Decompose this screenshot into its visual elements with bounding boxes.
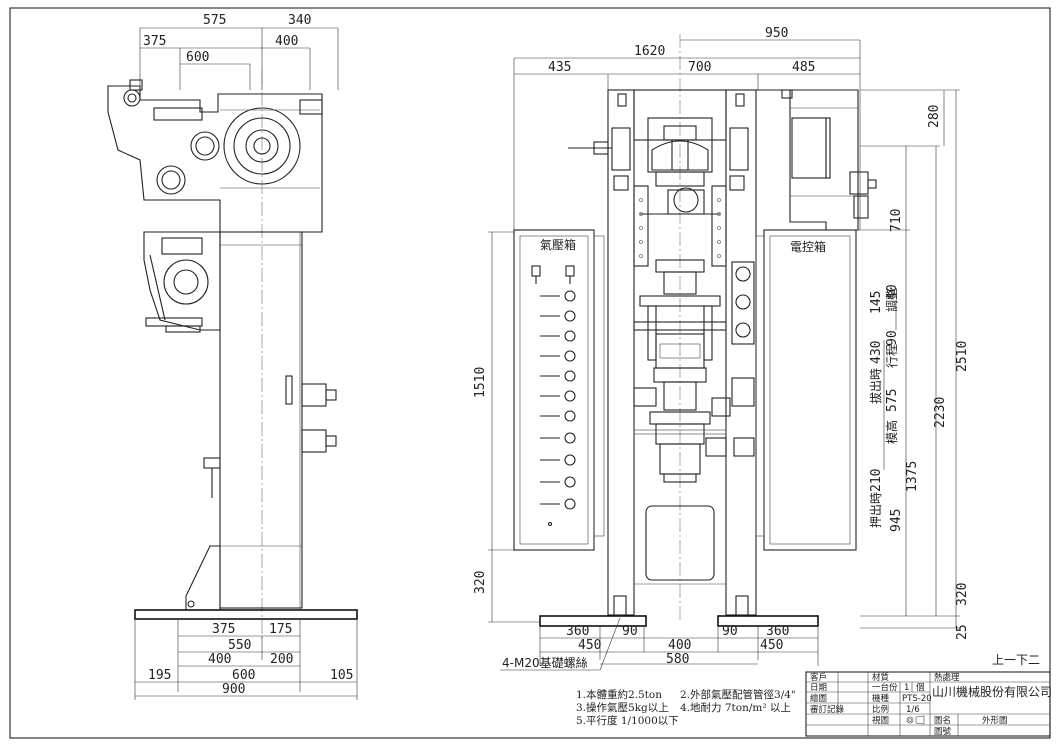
side-dim-b-195: 195 (148, 668, 171, 683)
front-dim-430: 430 (869, 341, 884, 364)
note-5: 5.平行度 1/1000以下 (576, 714, 679, 727)
note-3: 3.操作氣壓5kg以上 (576, 701, 669, 714)
pneumatic-box (513, 229, 595, 551)
label-pull-out: 拔出時 (868, 368, 883, 404)
note-1: 1.本體重約2.5ton (576, 688, 662, 701)
tb-view: 視圖 (872, 715, 889, 726)
side-dim-b-550: 550 (228, 638, 251, 653)
front-dim-945: 945 (889, 509, 904, 532)
front-dim-2230: 2230 (933, 397, 948, 428)
tb-heat: 熱處理 (934, 672, 960, 683)
side-dim-400: 400 (275, 34, 298, 49)
front-dim-950: 950 (765, 26, 788, 41)
front-view: 950 1620 435 700 485 (473, 26, 970, 671)
electric-box (763, 229, 857, 551)
front-dim-145: 145 (869, 291, 884, 314)
side-dim-575: 575 (203, 13, 226, 28)
front-dim-1510: 1510 (473, 367, 488, 398)
electric-box-label: 電控箱 (790, 239, 826, 254)
front-dim-90: 90 (885, 330, 900, 346)
tb-model-value: PTS-20 (902, 694, 932, 704)
side-view: 575 340 375 400 600 (107, 13, 358, 700)
pneumatic-box-label: 氣壓箱 (540, 237, 576, 252)
front-dim-r-320: 320 (955, 583, 970, 606)
side-dim-375: 375 (143, 34, 166, 49)
side-dim-340: 340 (288, 13, 311, 28)
sheet-border (9, 7, 1051, 739)
front-dim-25: 25 (955, 624, 970, 640)
front-dim-710: 710 (889, 209, 904, 232)
side-dim-b-375: 375 (212, 622, 235, 637)
orientation-note: 上一下二 (992, 653, 1040, 667)
front-dim-b-360a: 360 (566, 624, 589, 639)
tb-quantity-value: 1 (904, 683, 909, 693)
tb-scale-value: 1/6 (906, 705, 920, 715)
front-dim-280: 280 (927, 105, 942, 128)
note-2: 2.外部氣壓配管管徑3/4" (680, 688, 796, 701)
tb-drawn: 繪圖 (810, 693, 827, 704)
front-dim-b-580: 580 (666, 652, 689, 667)
tb-drawing-name-label: 圖名 (934, 715, 951, 726)
side-dim-b-200: 200 (270, 652, 293, 667)
front-dim-b-90a: 90 (622, 624, 638, 639)
label-die-height: 模高 (884, 420, 899, 444)
tb-unit: 個 (916, 682, 925, 693)
side-dim-b-400: 400 (208, 652, 231, 667)
side-dim-b-175: 175 (269, 622, 292, 637)
front-dim-b-450b: 450 (760, 638, 783, 653)
tb-scale: 比例 (872, 704, 889, 715)
front-dim-1620: 1620 (634, 44, 665, 59)
side-dim-b-900: 900 (222, 682, 245, 697)
front-dim-l-320: 320 (473, 571, 488, 594)
front-dim-575: 575 (885, 389, 900, 412)
front-dim-1375: 1375 (905, 461, 920, 492)
tb-approved: 審訂記錄 (810, 704, 845, 715)
front-dim-2510: 2510 (955, 341, 970, 372)
side-dim-600: 600 (186, 50, 209, 65)
notes: 1.本體重約2.5ton 2.外部氣壓配管管徑3/4" 3.操作氣壓5kg以上 … (576, 688, 796, 727)
title-block: 客戶 日期 繪圖 審訂記錄 材質 一台份 1 個 機種 PTS-20 比例 1/… (805, 671, 1052, 737)
side-dim-b-105: 105 (330, 668, 353, 683)
tb-quantity: 一台份 (872, 682, 898, 693)
label-adjust: 調整 (884, 288, 899, 312)
front-dim-435: 435 (548, 60, 571, 75)
tb-drawing-no: 圖號 (934, 726, 952, 737)
front-dim-40: 40 (885, 284, 900, 300)
label-push-out: 押出時 (869, 492, 883, 528)
front-dim-210: 210 (869, 469, 884, 492)
front-dim-700: 700 (688, 60, 711, 75)
tb-model: 機種 (872, 693, 890, 704)
tb-material: 材質 (872, 672, 890, 683)
side-dim-b-600: 600 (232, 668, 255, 683)
front-dim-b-90b: 90 (722, 624, 738, 639)
front-dim-b-450a: 450 (578, 638, 601, 653)
tb-date: 日期 (810, 683, 827, 693)
tb-customer: 客戶 (810, 672, 827, 683)
bolt-label: 4-M20基礎螺絲 (502, 655, 588, 670)
label-stroke: 行程 (884, 344, 899, 368)
front-dim-b-400: 400 (668, 638, 691, 653)
front-dim-485: 485 (792, 60, 815, 75)
note-4: 4.地耐力 7ton/m² 以上 (680, 701, 791, 714)
tb-drawing-name: 外形圖 (982, 715, 1008, 726)
tb-company: 山川機械股份有限公司 (932, 684, 1052, 699)
front-dim-b-360b: 360 (766, 624, 789, 639)
